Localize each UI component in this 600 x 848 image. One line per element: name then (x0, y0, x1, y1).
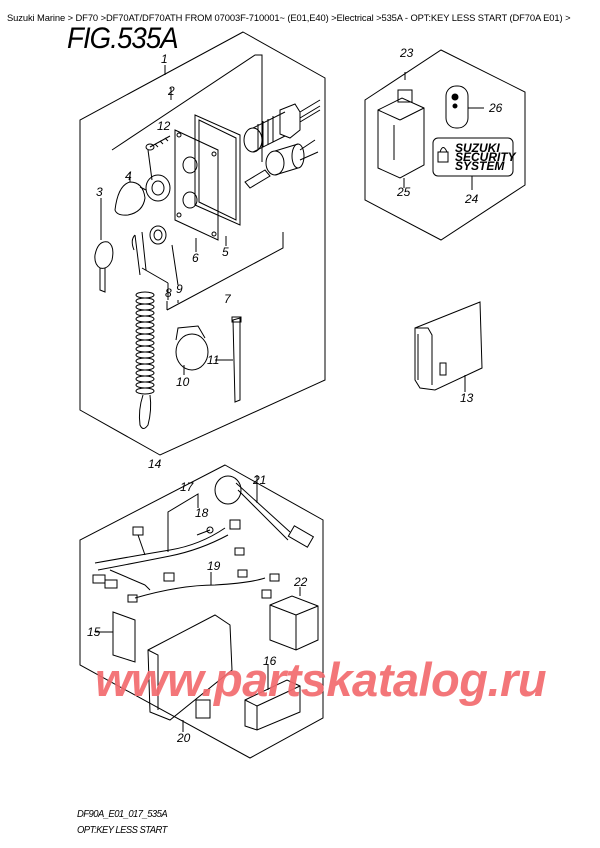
breadcrumb-item-current[interactable]: 535A - OPT:KEY LESS START (DF70A E01) (381, 12, 563, 23)
group-frame-1 (79, 31, 326, 456)
key-icon (94, 198, 114, 293)
callout-24: 24 (464, 192, 479, 206)
security-label-sticker (432, 137, 514, 190)
label-sticker-line-3: SYSTEM (455, 159, 505, 173)
callout-13: 13 (460, 391, 474, 405)
callout-17: 17 (180, 480, 195, 494)
stop-switch-icon (244, 139, 319, 189)
callout-16: 16 (263, 654, 277, 668)
breadcrumb-item-electrical[interactable]: Electrical (336, 12, 374, 23)
breadcrumb-separator: > (67, 12, 73, 23)
figure-title: FIG.535A (67, 22, 179, 55)
callout-2: 2 (167, 84, 175, 98)
callout-8: 8 (165, 286, 172, 300)
callout-25: 25 (396, 185, 411, 199)
switch-panel-plate-icon (174, 114, 241, 241)
callout-3: 3 (96, 185, 103, 199)
group-bracket-17 (167, 493, 199, 552)
relay-icon (269, 587, 319, 651)
callout-11: 11 (207, 353, 219, 367)
callout-22: 22 (293, 575, 308, 589)
group-bracket-7 (166, 232, 284, 311)
callout-12: 12 (157, 119, 171, 133)
key-fob-icon (445, 85, 484, 129)
callout-15: 15 (87, 625, 101, 639)
callout-7: 7 (224, 292, 232, 306)
start-switch-icon (243, 99, 321, 153)
breadcrumb-separator: > (565, 12, 571, 23)
callout-6: 6 (192, 251, 199, 265)
callout-26: 26 (488, 101, 503, 115)
callout-5: 5 (222, 245, 229, 259)
callout-10: 10 (176, 375, 190, 389)
callout-18: 18 (195, 506, 209, 520)
callout-21: 21 (252, 473, 266, 487)
breadcrumb-separator: > (376, 12, 382, 23)
figure-code: DF90A_E01_017_535A (77, 808, 168, 820)
label-sticker-line-2: SECURITY (455, 150, 517, 164)
group-frame-14 (79, 464, 324, 759)
callout-14: 14 (148, 457, 162, 471)
instruction-sheet-icon (95, 611, 136, 663)
breadcrumb-item-suzuki-marine[interactable]: Suzuki Marine (7, 12, 66, 23)
group-bracket-2 (111, 54, 263, 162)
module-bracket-icon (147, 614, 233, 732)
nut-icon (145, 149, 179, 286)
sub-harness-icon (127, 569, 280, 603)
breadcrumb-item-model[interactable]: DF70AT/DF70ATH FROM 07003F-710001~ (E01,… (105, 12, 329, 23)
callout-19: 19 (207, 559, 221, 573)
breadcrumb: Suzuki Marine > DF70 >DF70AT/DF70ATH FRO… (7, 12, 571, 23)
callout-1: 1 (161, 52, 168, 66)
switch-cover-icon (175, 325, 209, 375)
callout-9: 9 (176, 282, 183, 296)
lanyard-coil-icon (131, 231, 169, 429)
screw-icon (145, 135, 171, 151)
control-module-icon (377, 89, 425, 188)
wire-harness-icon (92, 519, 245, 591)
group-frame-23 (364, 49, 526, 241)
breadcrumb-item-df70[interactable]: DF70 (75, 12, 99, 23)
callout-4: 4 (125, 169, 132, 183)
ecu-box-icon (414, 301, 483, 392)
label-sticker-line-1: SUZUKI (455, 141, 500, 155)
breadcrumb-separator: > (331, 12, 337, 23)
fuse-box-icon (244, 664, 301, 731)
breadcrumb-separator: > (100, 12, 106, 23)
watermark: www.partskatalog.ru (95, 653, 547, 706)
cable-tie-icon (215, 316, 242, 403)
sensor-harness-icon (214, 475, 315, 548)
cap-icon (114, 172, 147, 216)
figure-description: OPT:KEY LESS START (77, 824, 167, 836)
bolt-icon (196, 526, 214, 536)
callout-23: 23 (399, 46, 414, 60)
callout-20: 20 (176, 731, 191, 745)
